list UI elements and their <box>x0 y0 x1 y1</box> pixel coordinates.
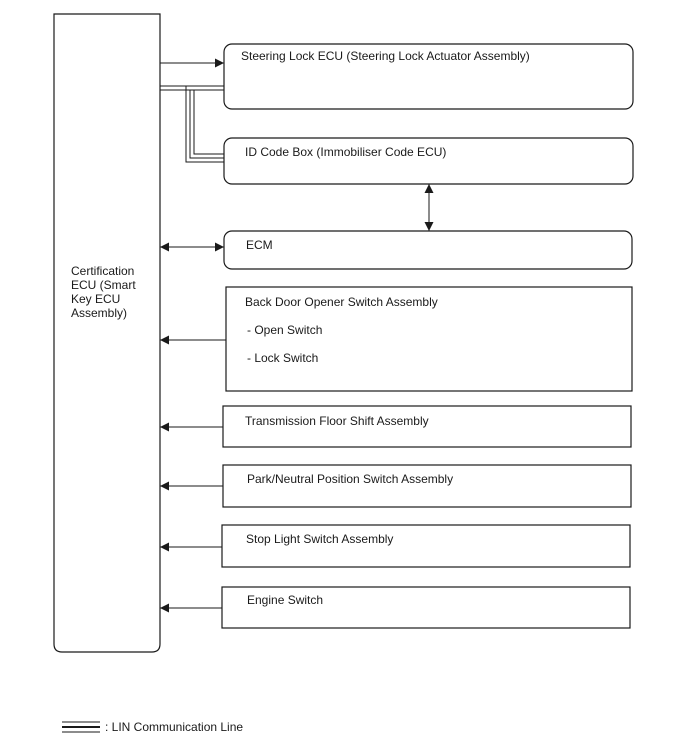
lin-legend-symbol <box>62 721 100 733</box>
stop-light-box <box>221 524 631 568</box>
open-switch-label: - Open Switch <box>247 323 323 337</box>
lin-line-steering-lock <box>160 85 224 91</box>
ecu-label-line4: Assembly) <box>71 306 128 320</box>
ecm-box <box>223 230 633 270</box>
ecm-label: ECM <box>246 238 273 252</box>
lin-legend-label: : LIN Communication Line <box>105 720 244 734</box>
engine-switch-label: Engine Switch <box>247 593 324 607</box>
steering-lock-box <box>223 43 634 110</box>
id-code-box-label: ID Code Box (Immobiliser Code ECU) <box>245 145 447 159</box>
stop-light-label: Stop Light Switch Assembly <box>246 532 394 546</box>
lin-line-id-code-box <box>160 85 224 163</box>
park-neutral-label: Park/Neutral Position Switch Assembly <box>247 472 454 486</box>
ecu-label-line1: Certification <box>71 264 135 278</box>
transmission-label: Transmission Floor Shift Assembly <box>245 414 429 428</box>
certification-ecu-box <box>53 13 161 653</box>
back-door-label: Back Door Opener Switch Assembly <box>245 295 438 309</box>
ecu-label-line2: ECU (Smart <box>71 278 136 292</box>
lock-switch-label: - Lock Switch <box>247 351 319 365</box>
back-door-box <box>225 286 633 392</box>
steering-lock-label: Steering Lock ECU (Steering Lock Actuato… <box>241 49 530 63</box>
ecu-label-line3: Key ECU <box>71 292 121 306</box>
